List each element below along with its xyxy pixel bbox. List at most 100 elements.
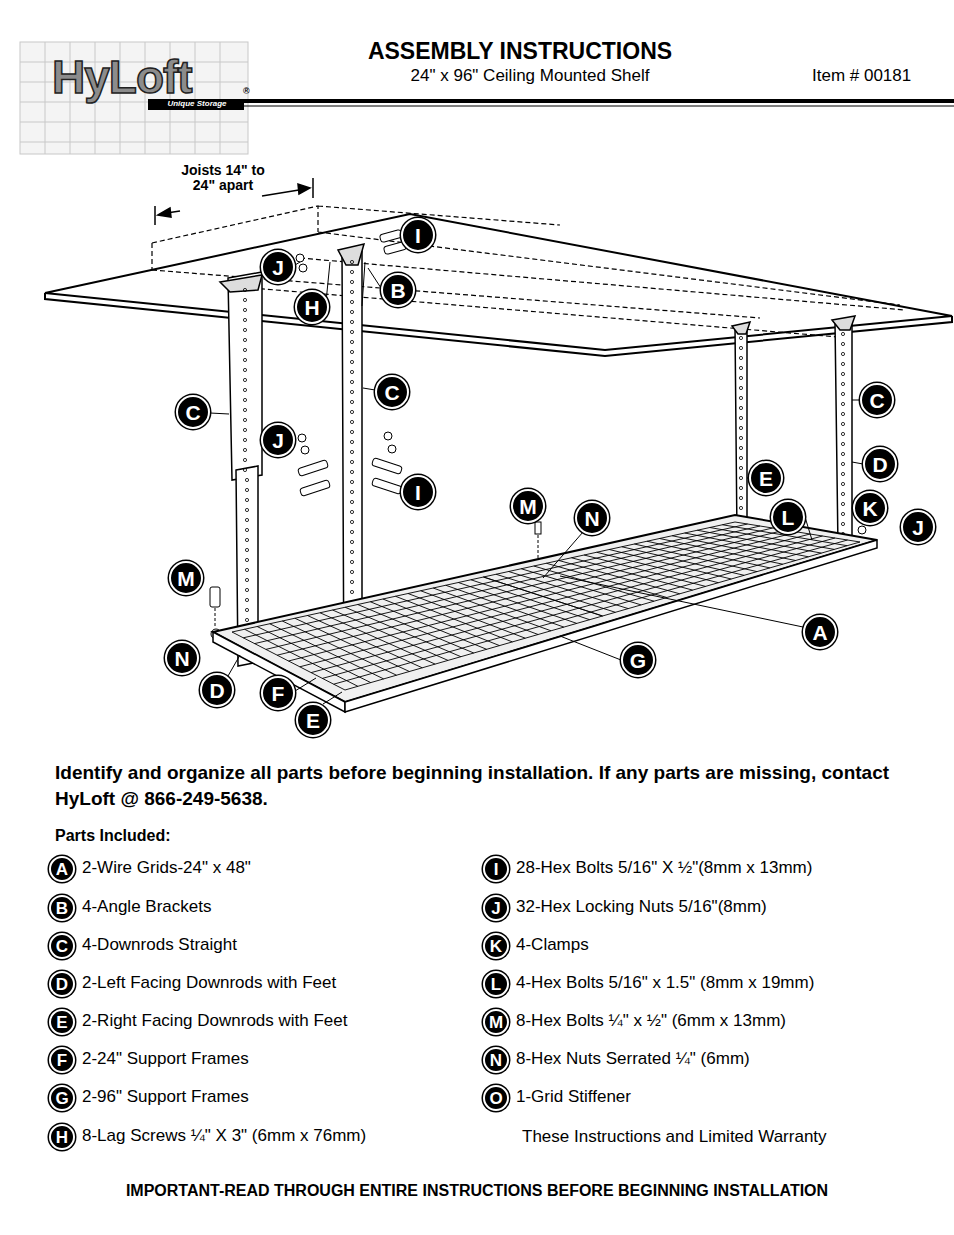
note: Identify and organize all parts before b… xyxy=(55,760,935,811)
callout-circle: D xyxy=(863,447,897,481)
callout-circle: K xyxy=(483,933,509,959)
callout-letter: D xyxy=(56,976,68,993)
callout-circle: F xyxy=(261,676,295,710)
callout-circle: I xyxy=(483,856,509,882)
callout-letter: B xyxy=(390,280,405,301)
header-rule xyxy=(240,99,954,103)
callout-circle: H xyxy=(49,1124,75,1150)
callout-circle: N xyxy=(165,641,199,675)
part-description: 8-Hex Bolts ¼" x ½" (6mm x 13mm) xyxy=(516,1011,936,1031)
callout-circle: A xyxy=(803,615,837,649)
part-description: 2-96" Support Frames xyxy=(82,1087,472,1107)
part-description: 32-Hex Locking Nuts 5/16"(8mm) xyxy=(516,897,936,917)
callout-circle: L xyxy=(483,971,509,997)
warranty-note: These Instructions and Limited Warranty xyxy=(522,1127,922,1147)
callout-circle: E xyxy=(749,461,783,495)
callout-circle: J xyxy=(901,510,935,544)
joists xyxy=(152,206,905,338)
callout-letter: N xyxy=(584,508,599,529)
callout-circle: B xyxy=(49,895,75,921)
callout-circle: E xyxy=(296,703,330,737)
part-description: 8-Lag Screws ¼" X 3" (6mm x 76mm) xyxy=(82,1126,472,1146)
header-rule xyxy=(240,106,954,107)
callout-circle: E xyxy=(49,1009,75,1035)
part-description: 2-Right Facing Downrods with Feet xyxy=(82,1011,472,1031)
callout-letter: G xyxy=(55,1090,68,1107)
callout-letter: C xyxy=(56,938,68,955)
callout-circle: C xyxy=(860,383,894,417)
callout-circle: G xyxy=(49,1085,75,1111)
callout-letter: M xyxy=(519,496,537,517)
callout-letter: F xyxy=(272,683,285,704)
callout-letter: M xyxy=(177,568,195,589)
callout-letter: D xyxy=(872,454,887,475)
shelf xyxy=(213,515,877,712)
callout-letter: J xyxy=(491,900,500,917)
callout-circle: M xyxy=(483,1009,509,1035)
callout-letter: G xyxy=(630,650,646,671)
callout-letter: L xyxy=(491,976,501,993)
callout-letter: I xyxy=(415,482,421,503)
callout-letter: J xyxy=(912,517,924,538)
callout-letter: I xyxy=(415,225,421,246)
part-description: 4-Hex Bolts 5/16" x 1.5" (8mm x 19mm) xyxy=(516,973,936,993)
callout-circle: J xyxy=(483,895,509,921)
callout-circle: I xyxy=(401,475,435,509)
callout-letter: H xyxy=(304,297,319,318)
callout-circle: J xyxy=(261,250,295,284)
logo-text: HyLoft xyxy=(52,50,252,105)
callout-letter: E xyxy=(56,1014,67,1031)
part-description: 1-Grid Stiffener xyxy=(516,1087,936,1107)
callout-circle: C xyxy=(375,375,409,409)
part-description: 28-Hex Bolts 5/16" X ½"(8mm x 13mm) xyxy=(516,858,936,878)
callout-letter: E xyxy=(759,468,773,489)
item-number: Item # 00181 xyxy=(812,66,952,86)
callout-letter: C xyxy=(869,390,884,411)
callout-circle: B xyxy=(381,273,415,307)
callout-letter: H xyxy=(56,1129,68,1146)
callout-letter: J xyxy=(272,430,284,451)
callout-letter: N xyxy=(174,648,189,669)
callout-circle: J xyxy=(261,423,295,457)
part-description: 2-Left Facing Downrods with Feet xyxy=(82,973,472,993)
callout-letter: J xyxy=(272,257,284,278)
part-description: 2-Wire Grids-24" x 48" xyxy=(82,858,472,878)
callout-circle: M xyxy=(511,489,545,523)
callout-circle: N xyxy=(483,1047,509,1073)
callout-letter: M xyxy=(489,1014,503,1031)
callout-circle: F xyxy=(49,1047,75,1073)
callout-letter: C xyxy=(384,382,399,403)
part-description: 8-Hex Nuts Serrated ¼" (6mm) xyxy=(516,1049,936,1069)
callout-letter: N xyxy=(490,1052,502,1069)
callout-circle: C xyxy=(176,395,210,429)
callout-circle: L xyxy=(771,500,805,534)
ceiling xyxy=(45,214,952,356)
callout-circle: M xyxy=(169,561,203,595)
callout-letter: I xyxy=(494,861,499,878)
part-description: 2-24" Support Frames xyxy=(82,1049,472,1069)
callout-letter: A xyxy=(812,622,827,643)
callout-letter: B xyxy=(56,900,68,917)
callout-circle: C xyxy=(49,933,75,959)
subtitle: 24" x 96" Ceiling Mounted Shelf xyxy=(370,66,690,86)
callout-circle: I xyxy=(401,218,435,252)
part-description: 4-Clamps xyxy=(516,935,936,955)
callout-circle: D xyxy=(49,971,75,997)
callout-letter: A xyxy=(56,861,68,878)
callout-circle: K xyxy=(853,491,887,525)
callout-letter: E xyxy=(306,710,320,731)
parts-heading: Parts Included: xyxy=(55,826,275,845)
title: ASSEMBLY INSTRUCTIONS xyxy=(280,38,760,66)
wire-grid xyxy=(232,522,860,690)
callout-circle: A xyxy=(49,856,75,882)
logo-tagline: Unique Storage xyxy=(150,99,244,109)
footer-warning: IMPORTANT-READ THROUGH ENTIRE INSTRUCTIO… xyxy=(10,1181,944,1200)
callout-circle: O xyxy=(483,1085,509,1111)
callout-circle: D xyxy=(200,673,234,707)
callout-letter: F xyxy=(57,1052,67,1069)
registered-mark: ® xyxy=(243,86,257,97)
dimension-label: Joists 14" to 24" apart xyxy=(181,163,265,194)
part-description: 4-Angle Brackets xyxy=(82,897,472,917)
callout-letter: C xyxy=(185,402,200,423)
